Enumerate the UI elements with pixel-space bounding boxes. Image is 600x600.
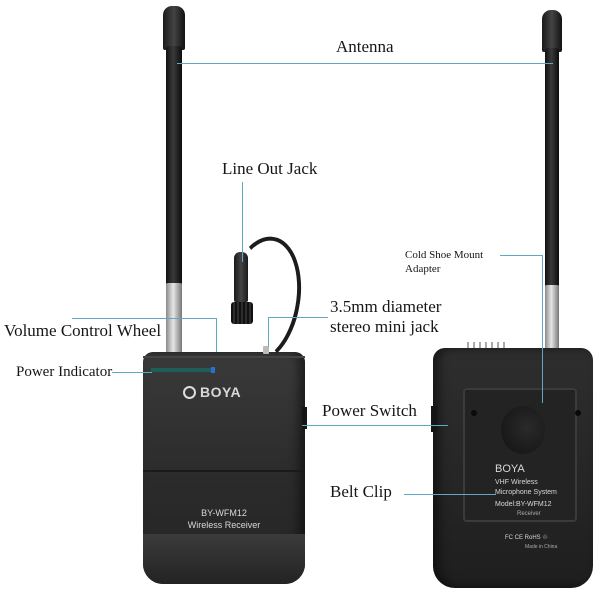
cold-shoe-label-line2: Adapter: [405, 263, 441, 275]
stereo-jack-label-line1: 3.5mm diameter: [330, 297, 442, 316]
power-indicator-leader: [112, 372, 152, 373]
volume-control-wheel-label: Volume Control Wheel: [4, 321, 162, 340]
side-power-switch: [431, 406, 437, 432]
front-device-body: BOYA BY-WFM12 Wireless Receiver: [143, 352, 307, 584]
antenna-leader-line: [177, 63, 553, 64]
clip-hole-left: [471, 410, 477, 416]
back-antenna-connector: [545, 285, 559, 351]
cold-shoe-mount: [501, 406, 545, 454]
back-brand: BOYA: [495, 463, 525, 475]
front-antenna: [166, 46, 182, 286]
top-buttons: [467, 342, 507, 348]
front-subtitle: Wireless Receiver: [187, 520, 261, 530]
power-switch-label: Power Switch: [322, 401, 417, 420]
top-divider: [143, 356, 305, 358]
power-led: [151, 368, 213, 372]
back-line1: VHF Wireless: [495, 479, 538, 486]
bottom-shade: [143, 534, 305, 584]
belt-clip-leader: [404, 494, 496, 495]
certification-marks: FC CE RoHS ♲: [505, 535, 548, 541]
clip-hole-right: [575, 410, 581, 416]
back-device-body: BOYA VHF Wireless Microphone System Mode…: [431, 342, 593, 588]
back-model: Model:BY-WFM12: [495, 501, 552, 508]
battery-seam: [143, 470, 305, 472]
front-antenna-tip: [163, 6, 185, 50]
back-antenna-tip: [542, 10, 562, 52]
made-in: Made in China: [525, 544, 558, 550]
boya-logo: BOYA: [183, 384, 241, 400]
front-model: BY-WFM12: [201, 508, 247, 518]
front-brand: BOYA: [200, 384, 242, 400]
cold-shoe-leader-v: [542, 255, 543, 403]
power-switch-leader: [302, 425, 448, 426]
volume-leader-v: [216, 318, 217, 352]
line-out-jack-label: Line Out Jack: [222, 159, 318, 178]
belt-clip-label: Belt Clip: [330, 482, 392, 501]
antenna-label: Antenna: [336, 37, 394, 56]
volume-leader-h: [72, 318, 216, 319]
side-switch: [302, 407, 307, 429]
back-line2: Microphone System: [495, 489, 557, 496]
power-led-dot: [211, 367, 215, 373]
stereo-jack-leader-h: [268, 317, 328, 318]
line-out-nut: [231, 302, 253, 324]
stereo-jack-label-line2: stereo mini jack: [330, 317, 439, 336]
stereo-jack-knob: [263, 346, 269, 354]
line-out-plug: [234, 252, 248, 302]
cold-shoe-leader-h: [500, 255, 542, 256]
power-indicator-label: Power Indicator: [16, 364, 113, 380]
line-out-leader-line: [242, 182, 243, 262]
back-type: Receiver: [517, 511, 541, 517]
front-antenna-connector: [166, 283, 182, 355]
boya-logo-icon: [183, 385, 196, 399]
cold-shoe-label-line1: Cold Shoe Mount: [405, 249, 484, 261]
stereo-jack-leader-v: [268, 317, 269, 347]
back-antenna: [545, 48, 559, 288]
